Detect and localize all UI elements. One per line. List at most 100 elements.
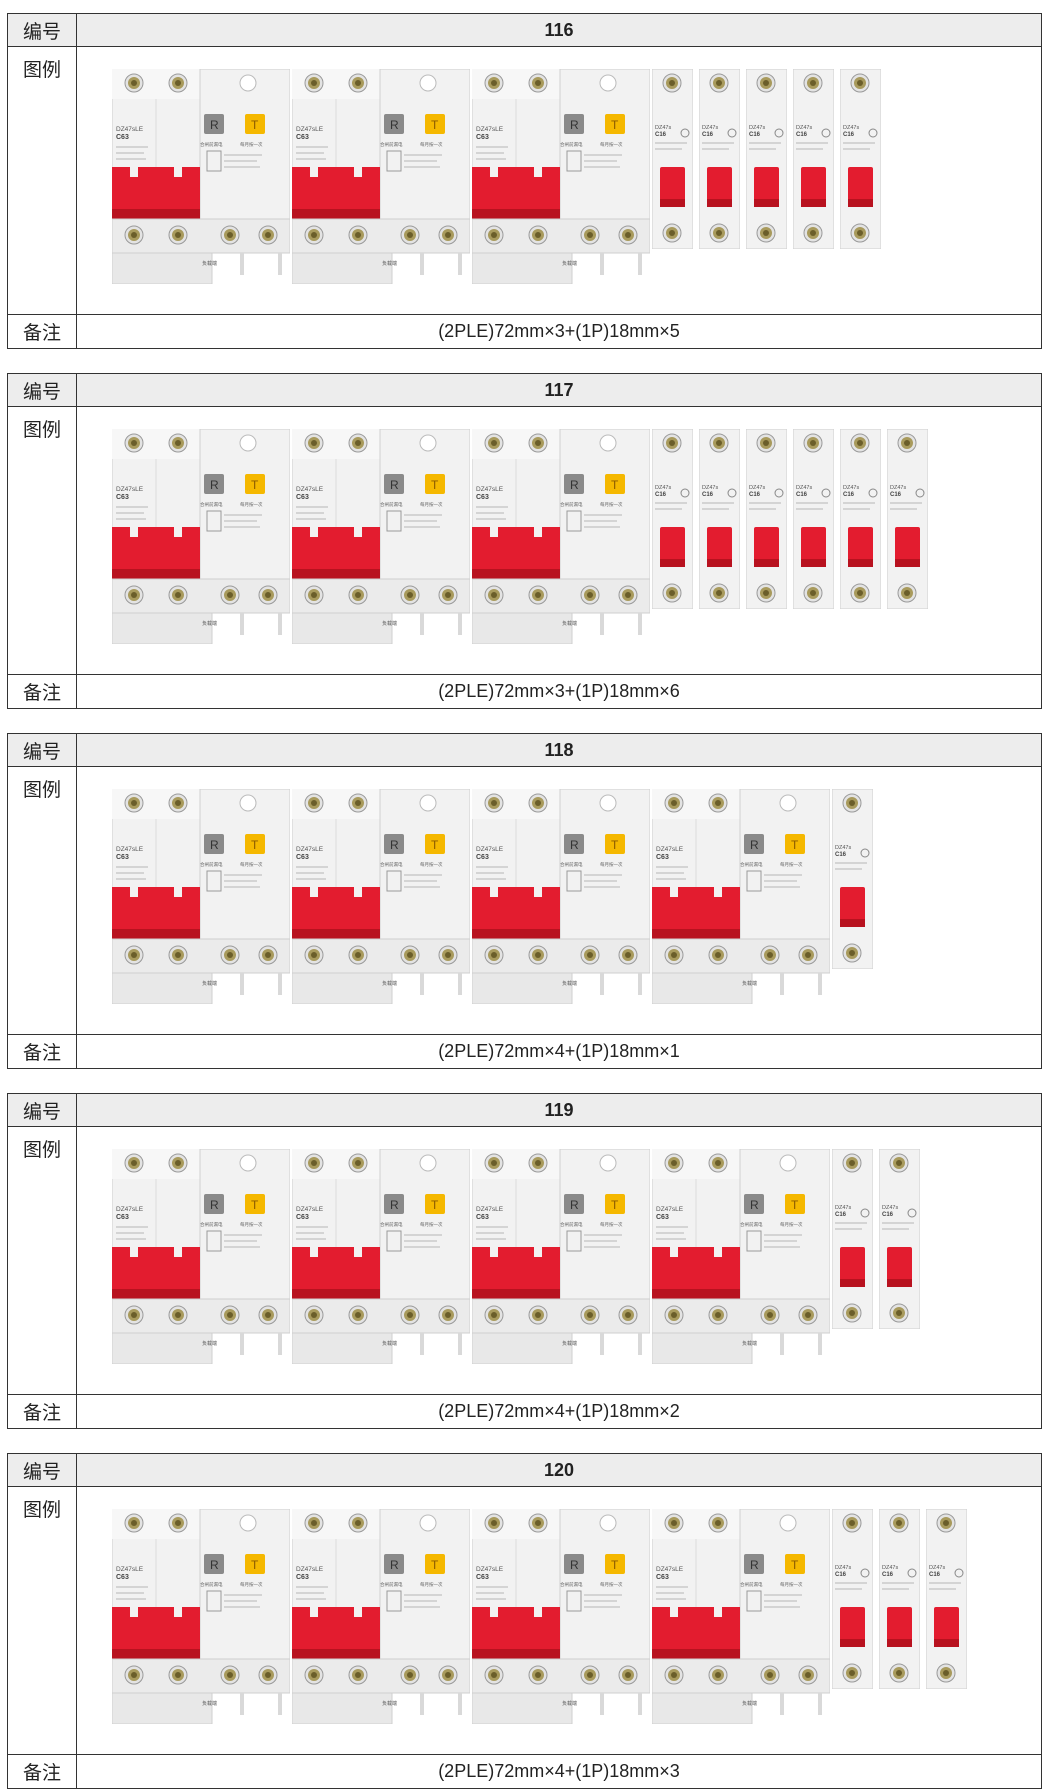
number-label: 编号 (7, 1093, 77, 1127)
toggle-handle-icon (887, 1247, 912, 1287)
toggle-handle-icon (934, 1607, 959, 1647)
mcb-model-label: DZ47s (835, 1565, 851, 1571)
breaker-figure: DZ47sLE C63 R T 合闸前漏电 每月按一次 (76, 46, 1042, 315)
breaker-figure: DZ47sLE C63 R T 合闸前漏电 每月按一次 (76, 766, 1042, 1035)
rcbo-rating-label: C63 (116, 1214, 129, 1221)
number-label: 编号 (7, 733, 77, 767)
test-button-r-icon (204, 1194, 224, 1214)
rcbo-caption-left: 合闸前漏电 (560, 1581, 583, 1588)
rcbo-breaker: DZ47sLE C63 R T 合闸前漏电 每月按一次 (112, 69, 290, 284)
toggle-handle-icon (887, 1607, 912, 1647)
mcb-model-label: DZ47s (929, 1565, 945, 1571)
button-t-label: T (251, 478, 259, 492)
mcb-rating-label: C16 (929, 1572, 941, 1578)
load-side-label: 负载端 (562, 1340, 577, 1347)
button-r-label: R (750, 1558, 759, 1572)
toggle-handle-icon (472, 167, 560, 219)
mcb-breaker: DZ47s C16 (699, 429, 740, 609)
test-button-r-icon (204, 114, 224, 134)
load-side-label: 负载端 (202, 1700, 217, 1707)
note-label: 备注 (7, 1034, 77, 1069)
test-button-t-icon (605, 1554, 625, 1574)
load-side-label: 负载端 (382, 1700, 397, 1707)
table-number: 120 (76, 1453, 1042, 1487)
figure-label: 图例 (7, 406, 77, 675)
toggle-handle-icon (707, 167, 732, 207)
button-r-label: R (390, 1198, 399, 1212)
rcbo-model-label: DZ47sLE (476, 126, 504, 133)
test-button-t-icon (425, 1554, 445, 1574)
rcbo-caption-right: 每月按一次 (780, 861, 803, 868)
mcb-breaker: DZ47s C16 (926, 1509, 967, 1689)
rcbo-caption-right: 每月按一次 (240, 141, 263, 148)
rcbo-breaker: DZ47sLE C63 R T 合闸前漏电 每月按一次 (652, 1149, 830, 1364)
button-r-label: R (750, 838, 759, 852)
note-row: 备注 (2PLE)72mm×4+(1P)18mm×1 (7, 1034, 1042, 1069)
mcb-rating-label: C16 (702, 132, 714, 138)
rcbo-model-label: DZ47sLE (476, 1206, 504, 1213)
mcb-rating-label: C16 (749, 492, 761, 498)
mcb-breaker: DZ47s C16 (746, 69, 787, 249)
toggle-handle-icon (754, 167, 779, 207)
rcbo-caption-right: 每月按一次 (600, 861, 623, 868)
test-button-t-icon (785, 1194, 805, 1214)
toggle-handle-icon (848, 527, 873, 567)
note-row: 备注 (2PLE)72mm×3+(1P)18mm×6 (7, 674, 1042, 709)
button-r-label: R (210, 1558, 219, 1572)
table-number: 117 (76, 373, 1042, 407)
mcb-rating-label: C16 (890, 492, 902, 498)
load-side-label: 负载端 (382, 1340, 397, 1347)
rcbo-model-label: DZ47sLE (116, 846, 144, 853)
note-value: (2PLE)72mm×3+(1P)18mm×6 (76, 674, 1042, 709)
test-button-r-icon (204, 1554, 224, 1574)
toggle-handle-icon (840, 1247, 865, 1287)
note-label: 备注 (7, 674, 77, 709)
mcb-breaker: DZ47s C16 (879, 1509, 920, 1689)
rcbo-model-label: DZ47sLE (296, 486, 324, 493)
note-row: 备注 (2PLE)72mm×4+(1P)18mm×2 (7, 1394, 1042, 1429)
mcb-breaker: DZ47s C16 (887, 429, 928, 609)
rcbo-rating-label: C63 (656, 854, 669, 861)
note-value: (2PLE)72mm×4+(1P)18mm×3 (76, 1754, 1042, 1789)
button-t-label: T (791, 838, 799, 852)
figure-row: 图例 DZ47sLE C63 R T 合闸前漏电 每月按一次 (7, 46, 1042, 315)
test-button-r-icon (564, 1194, 584, 1214)
test-button-r-icon (744, 1194, 764, 1214)
toggle-handle-icon (707, 527, 732, 567)
table-number: 116 (76, 13, 1042, 47)
button-r-label: R (210, 118, 219, 132)
figure-row: 图例 DZ47sLE C63 R T 合闸前漏电 每月按一次 (7, 1486, 1042, 1755)
header-row: 编号 119 (7, 1093, 1042, 1127)
toggle-handle-icon (895, 527, 920, 567)
toggle-handle-icon (660, 167, 685, 207)
test-button-t-icon (245, 114, 265, 134)
test-button-t-icon (605, 114, 625, 134)
load-side-label: 负载端 (562, 620, 577, 627)
rcbo-rating-label: C63 (476, 494, 489, 501)
button-r-label: R (390, 118, 399, 132)
mcb-model-label: DZ47s (655, 485, 671, 491)
test-button-t-icon (605, 1194, 625, 1214)
button-t-label: T (611, 838, 619, 852)
mcb-model-label: DZ47s (749, 485, 765, 491)
toggle-handle-icon (652, 1247, 740, 1299)
button-r-label: R (570, 118, 579, 132)
button-r-label: R (210, 478, 219, 492)
button-t-label: T (611, 1198, 619, 1212)
mcb-model-label: DZ47s (835, 1205, 851, 1211)
figure-label: 图例 (7, 46, 77, 315)
rcbo-caption-right: 每月按一次 (420, 141, 443, 148)
breaker-row: DZ47sLE C63 R T 合闸前漏电 每月按一次 (112, 429, 934, 644)
rcbo-model-label: DZ47sLE (116, 126, 144, 133)
rcbo-model-label: DZ47sLE (476, 486, 504, 493)
mcb-breaker: DZ47s C16 (840, 429, 881, 609)
button-t-label: T (251, 1198, 259, 1212)
rcbo-breaker: DZ47sLE C63 R T 合闸前漏电 每月按一次 (112, 429, 290, 644)
mcb-breaker: DZ47s C16 (840, 69, 881, 249)
rcbo-model-label: DZ47sLE (656, 1206, 684, 1213)
mcb-rating-label: C16 (655, 132, 667, 138)
test-button-r-icon (564, 114, 584, 134)
breaker-row: DZ47sLE C63 R T 合闸前漏电 每月按一次 (112, 789, 879, 1004)
mcb-model-label: DZ47s (843, 125, 859, 131)
